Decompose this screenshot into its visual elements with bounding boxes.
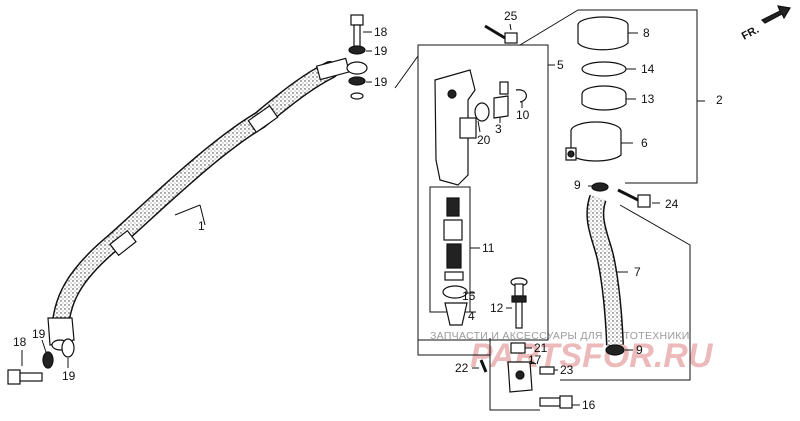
label-25: 25 xyxy=(504,9,518,23)
bolt-25 xyxy=(484,24,518,44)
label-12: 12 xyxy=(490,301,504,315)
diaphragm-13 xyxy=(581,85,627,111)
label-8: 8 xyxy=(643,26,650,40)
label-5: 5 xyxy=(557,58,564,72)
brake-hose-assembly xyxy=(47,57,368,351)
label-11: 11 xyxy=(482,241,495,255)
label-19-upper-a: 19 xyxy=(374,44,388,58)
label-6: 6 xyxy=(641,136,648,150)
joint-3 xyxy=(493,95,509,119)
label-24: 24 xyxy=(665,197,679,211)
hose-clip-9-lower xyxy=(605,344,625,356)
seal-ring-15 xyxy=(442,285,468,299)
label-4: 4 xyxy=(468,309,475,323)
master-cylinder-body xyxy=(434,69,477,186)
hose-clip-9-upper xyxy=(591,182,609,192)
label-14: 14 xyxy=(641,62,655,76)
label-1: 1 xyxy=(198,219,205,233)
master-cylinder-group-outline xyxy=(417,44,549,341)
reservoir-cap-8 xyxy=(577,16,629,51)
label-17: 17 xyxy=(528,353,542,367)
nut-21 xyxy=(510,342,526,354)
o-ring-20 xyxy=(474,102,490,122)
label-22: 22 xyxy=(455,361,469,375)
pin-23 xyxy=(539,366,555,375)
label-19-lower-b: 19 xyxy=(62,369,76,383)
label-21: 21 xyxy=(534,341,548,355)
boot-4 xyxy=(444,302,468,326)
label-3: 3 xyxy=(495,122,502,136)
front-direction-badge: FR. xyxy=(740,5,791,43)
label-7: 7 xyxy=(634,265,641,279)
bolt-16 xyxy=(539,395,573,409)
label-19-lower-a: 19 xyxy=(32,327,46,341)
push-rod-12 xyxy=(510,277,528,329)
label-13: 13 xyxy=(641,92,655,106)
label-9-upper: 9 xyxy=(574,178,581,192)
label-9-lower: 9 xyxy=(636,343,643,357)
label-20: 20 xyxy=(477,133,491,147)
front-direction-text: FR. xyxy=(740,24,761,43)
upper-banjo-bolt-group xyxy=(348,14,366,100)
split-pin-22 xyxy=(479,359,488,373)
label-16: 16 xyxy=(582,398,596,412)
label-23: 23 xyxy=(560,363,574,377)
watermark-caption: ЗАПЧАСТИ И АКСЕССУАРЫ ДЛЯ МОТОТЕХНИКИ xyxy=(430,330,690,342)
label-10: 10 xyxy=(516,108,530,122)
label-18-upper: 18 xyxy=(374,25,388,39)
reservoir-tank-6 xyxy=(565,121,622,162)
watermark-logo: PARTSFOR.RU xyxy=(470,337,714,375)
diaphragm-plate-14 xyxy=(581,61,627,77)
label-15: 15 xyxy=(462,289,476,303)
label-18-lower: 18 xyxy=(13,335,27,349)
lower-banjo-bolt-group xyxy=(7,338,75,385)
label-19-upper-b: 19 xyxy=(374,75,388,89)
circlip-10 xyxy=(515,89,527,103)
front-arrow-icon xyxy=(760,5,791,24)
clevis-joint xyxy=(507,361,533,393)
reservoir-group-outline xyxy=(578,9,698,184)
screw-24 xyxy=(617,188,651,208)
label-2: 2 xyxy=(716,93,723,107)
piston-kit xyxy=(429,186,471,313)
